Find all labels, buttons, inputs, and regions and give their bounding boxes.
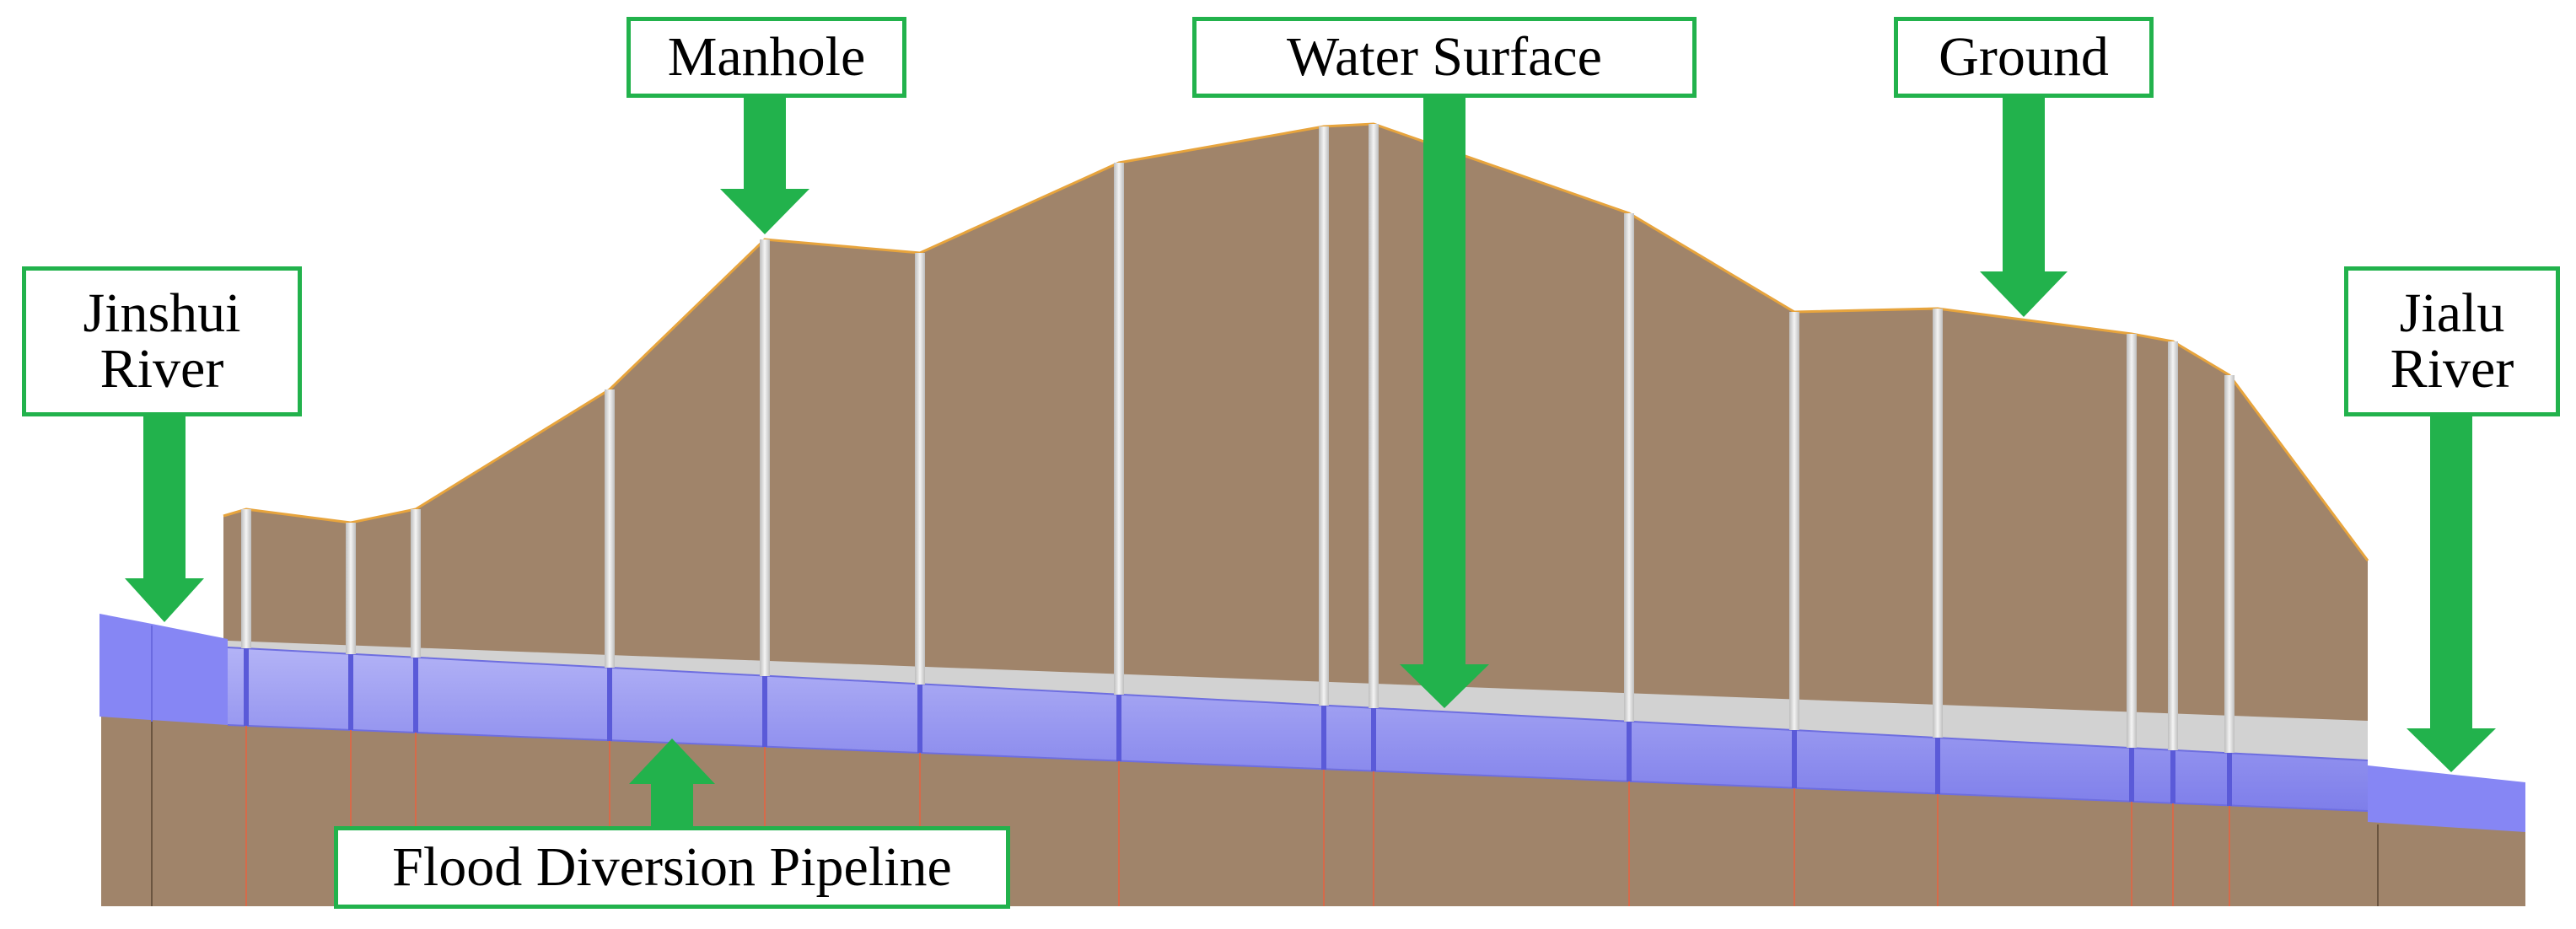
jinshui-river-label: Jinshui River [22,266,302,416]
manhole-label: Manhole [627,17,906,98]
manhole-shaft [605,389,615,668]
manhole-shaft [1789,312,1799,730]
down-arrow-icon [125,413,204,622]
manhole-shaft [1114,163,1124,695]
manhole-shafts [241,124,2235,753]
manhole-shaft [2127,334,2137,748]
callout-arrows [125,94,2496,828]
manhole-shaft [1933,309,1943,738]
manhole-shaft [1369,124,1379,708]
jialu-river-label: Jialu River [2344,266,2560,416]
down-arrow-icon [2407,413,2496,772]
manhole-shaft [915,253,925,685]
pipe-joints [244,648,2232,806]
down-arrow-icon [1980,94,2068,317]
manhole-shaft [411,509,421,658]
manhole-shaft [241,509,251,648]
down-arrow-icon [720,94,809,234]
ground-label: Ground [1894,17,2154,98]
soil-left-end [101,708,228,906]
flood-diversion-pipeline-label: Flood Diversion Pipeline [334,826,1010,909]
jialu-river-water [2368,765,2525,832]
manhole-shaft [346,523,356,654]
manhole-shaft [1624,213,1634,722]
manhole-shaft [2224,375,2235,753]
soil-right-end [2361,822,2525,906]
up-arrow-icon [629,738,715,828]
jinshui-river-water [99,614,228,725]
manhole-shaft [1319,126,1329,706]
manhole-shaft [2168,341,2178,750]
down-arrow-icon [1400,94,1489,708]
water-surface-label: Water Surface [1192,17,1697,98]
manhole-shaft [760,239,770,676]
